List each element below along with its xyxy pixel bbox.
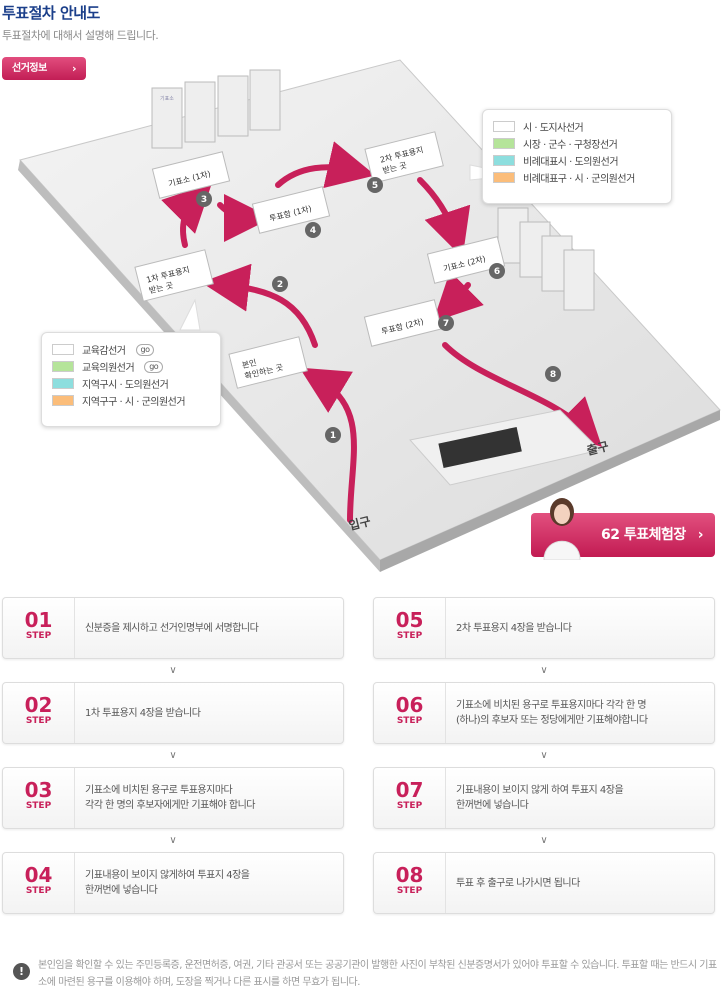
step-text: 기표소에 비치된 용구로 투표용지마다 각각 한 명의 후보자에게만 기표해야 … [85,785,256,811]
voting-booths-second [497,207,595,311]
notice-text: 본인임을 확인할 수 있는 주민등록증, 운전면허증, 여권, 기타 관공서 또… [38,960,717,988]
exclamation-icon: ! [13,963,30,980]
svg-text:7: 7 [443,319,449,329]
svg-text:3: 3 [201,195,207,205]
station-id-check[interactable]: 본인 확인하는 곳 [228,336,308,389]
exit-label: 출구 [585,438,610,458]
legend-second-round: 시 · 도지사선거 시장 · 군수 · 구청장선거 비례대표시 · 도의원선거 … [482,109,672,204]
election-info-button[interactable]: 선거정보 › [2,57,86,80]
svg-text:4: 4 [310,226,316,236]
go-button[interactable]: go [144,360,164,373]
svg-text:5: 5 [372,181,378,191]
legend-item: 지역구구 · 시 · 군의원선거 [52,392,210,409]
station-first-ballot[interactable]: 1차 투표용지 받는 곳 [134,249,214,302]
svg-text:본인: 본인 [241,357,258,370]
svg-text:8: 8 [550,370,556,380]
step-text: 기표내용이 보이지 않게 하여 투표지 4장을 한꺼번에 넣습니다 [456,785,624,811]
chevron-right-icon: › [71,62,77,75]
page-title: 투표절차 안내도 [2,4,100,22]
chevron-right-icon: › [697,527,704,543]
election-officials [409,409,601,486]
step-text: 투표 후 출구로 나가시면 됩니다 [456,877,580,889]
legend-item: 시장 · 군수 · 구청장선거 [493,135,661,152]
svg-text:6: 6 [494,267,500,277]
voting-experience-label: 62 투표체험장 [601,527,686,543]
step-text: 신분증을 제시하고 선거인명부에 서명합니다 [85,622,259,634]
chevron-down-icon: ∨ [169,835,177,846]
step-text: 1차 투표용지 4장을 받습니다 [85,707,201,719]
chevron-down-icon: ∨ [169,665,177,676]
election-info-label: 선거정보 [12,63,47,74]
guide-woman-image [543,498,581,560]
step-text: 2차 투표용지 4장을 받습니다 [456,622,572,634]
station-second-ballot[interactable]: 2차 투표용지 받는 곳 [364,131,444,184]
flow-arrows [161,141,602,523]
station-booth-first[interactable]: 기표소 (1차) [151,151,231,199]
svg-text:2: 2 [277,280,283,290]
entrance-label: 입구 [347,514,372,533]
chevron-down-icon: ∨ [169,750,177,761]
station-box-second[interactable]: 투표함 (2차) [363,299,443,347]
chevron-down-icon: ∨ [540,750,548,761]
step-text: 기표내용이 보이지 않게하여 투표지 4장을 한꺼번에 넣습니다 [85,870,250,896]
station-booth-second[interactable]: 기표소 (2차) [426,236,506,284]
chevron-down-icon: ∨ [540,665,548,676]
booth-label: 기표소 [160,95,174,102]
go-button[interactable]: go [135,343,155,356]
legend-item: 비례대표구 · 시 · 군의원선거 [493,169,661,186]
legend-item: 시 · 도지사선거 [493,118,661,135]
step-text: 기표소에 비치된 용구로 투표용지마다 각각 한 명 (하나)의 후보자 또는 … [456,700,648,726]
station-box-first[interactable]: 투표함 (1차) [251,186,331,234]
svg-text:1: 1 [330,431,336,441]
chevron-down-icon: ∨ [540,835,548,846]
legend-item: 지역구시 · 도의원선거 [52,375,210,392]
step-number-badges: 1 2 3 4 5 6 7 8 [196,177,561,443]
page-subtitle: 투표절차에 대해서 설명해 드립니다. [2,29,159,42]
legend-item: 비례대표시 · 도의원선거 [493,152,661,169]
voting-booths-first: 기표소 [151,69,281,149]
